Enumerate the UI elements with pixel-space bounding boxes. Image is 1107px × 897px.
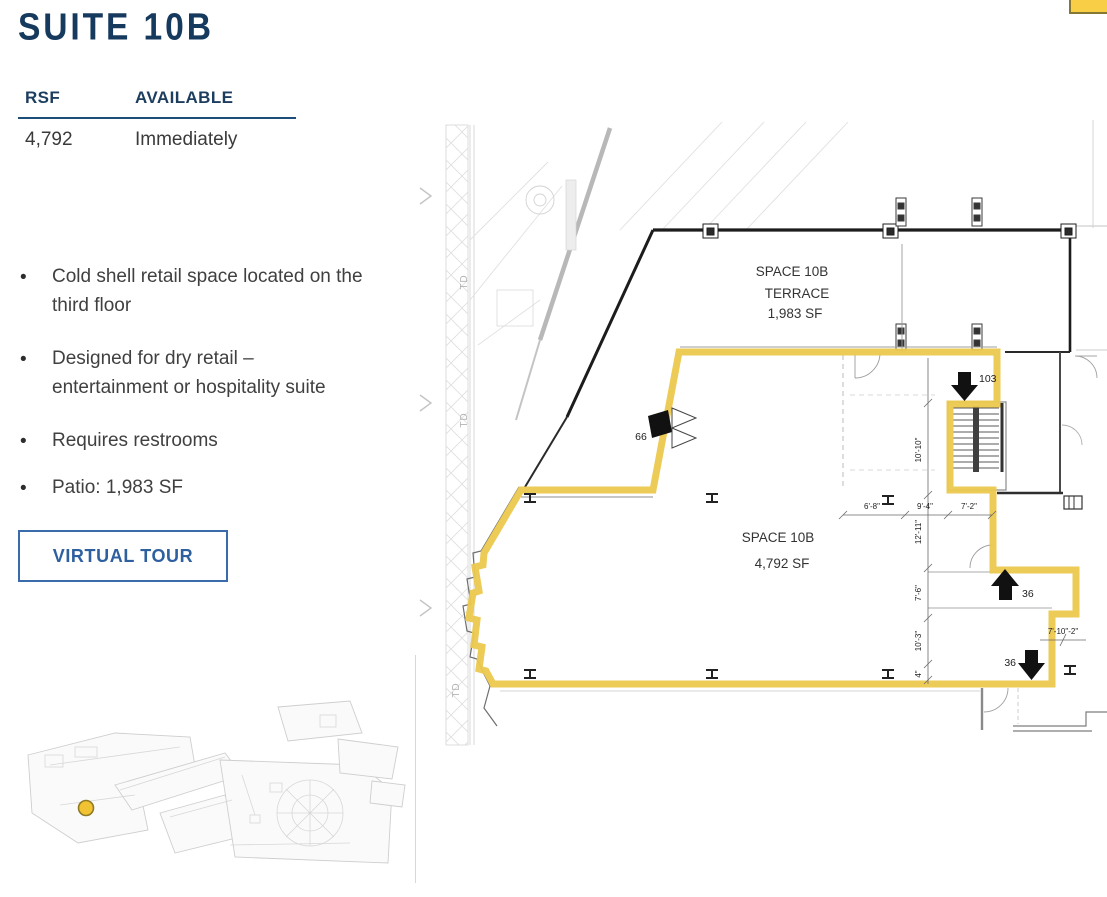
table-row: 4,792 Immediately xyxy=(18,129,298,151)
door-tag-66: 66 xyxy=(635,431,647,443)
bullet-text: Patio: 1,983 SF xyxy=(52,477,183,498)
dim-v2: 12'-11" xyxy=(914,520,923,544)
divider-line xyxy=(415,655,416,883)
available-value: Immediately xyxy=(135,129,238,150)
dimension-lines xyxy=(838,358,1086,685)
mini-site-plan xyxy=(27,700,406,864)
background-drawing: TD TD TD xyxy=(419,120,1107,746)
bullet-item: Patio: 1,983 SF xyxy=(18,473,410,502)
dim-v1: 10'-10" xyxy=(914,437,923,462)
feature-bullet-list: Cold shell retail space located on the t… xyxy=(18,262,410,526)
rsf-value: 4,792 xyxy=(25,129,73,150)
suite-location-marker xyxy=(77,799,95,817)
dim-h3: 7'-2" xyxy=(961,502,977,511)
corner-yellow-tab xyxy=(1069,0,1107,14)
column-symbols xyxy=(524,493,1076,679)
bullet-dot xyxy=(20,427,27,456)
bullet-text: third floor xyxy=(52,295,132,316)
suite-label-name: SPACE 10B xyxy=(742,530,815,545)
bullet-dot xyxy=(20,345,27,374)
bullet-dot xyxy=(20,263,27,292)
floor-plan: TD TD TD xyxy=(419,120,1107,746)
interior-walls xyxy=(500,352,1107,732)
available-header: AVAILABLE xyxy=(135,88,234,107)
terrace-label-area: 1,983 SF xyxy=(768,306,823,321)
terrace-label-name: SPACE 10B xyxy=(756,264,829,279)
table-rule xyxy=(18,117,296,119)
dim-h1: 6'-8" xyxy=(864,502,880,511)
bullet-text: Cold shell retail space located on the xyxy=(52,266,363,287)
bullet-text: Requires restrooms xyxy=(52,430,218,451)
bullet-text: entertainment or hospitality suite xyxy=(52,377,326,398)
down-arrow-103-icon xyxy=(951,372,978,401)
dimension-labels: 10'-10" 12'-11" 7'-6" 10'-3" 4" 6'-8" 9'… xyxy=(864,437,1078,677)
terrace-label-type: TERRACE xyxy=(765,286,830,301)
stair-tag-down-36: 36 xyxy=(1004,657,1016,669)
dim-h2: 9'-4" xyxy=(917,502,933,511)
bullet-item: Cold shell retail space located on the t… xyxy=(18,262,410,320)
bullet-text: Designed for dry retail – xyxy=(52,348,254,369)
bullet-dot xyxy=(20,474,27,503)
down-arrow-36-icon xyxy=(1018,650,1045,680)
td-label: TD xyxy=(459,412,470,427)
up-arrow-36-icon xyxy=(991,569,1019,600)
dim-corner: 7'-10"-2" xyxy=(1048,627,1078,636)
td-label: TD xyxy=(451,682,462,697)
bullet-item: Requires restrooms xyxy=(18,426,410,455)
td-label: TD xyxy=(459,274,470,289)
dim-v4: 10'-3" xyxy=(914,631,923,652)
virtual-tour-button[interactable]: VIRTUAL TOUR xyxy=(18,530,228,582)
page-title: SUITE 10B xyxy=(18,6,214,49)
spec-table: RSF AVAILABLE 4,792 Immediately xyxy=(18,88,298,151)
dim-v5: 4" xyxy=(914,670,923,677)
suite-outline-highlight xyxy=(465,348,1080,688)
door-tag-103: 103 xyxy=(979,373,997,385)
space-labels: SPACE 10B TERRACE 1,983 SF SPACE 10B 4,7… xyxy=(742,264,830,571)
door-66-icon xyxy=(648,407,698,449)
bullet-item: Designed for dry retail – entertainment … xyxy=(18,344,410,402)
rsf-header: RSF xyxy=(25,88,61,107)
stair-tag-up-36: 36 xyxy=(1022,588,1034,600)
dim-v3: 7'-6" xyxy=(914,585,923,601)
suite-label-area: 4,792 SF xyxy=(755,556,810,571)
